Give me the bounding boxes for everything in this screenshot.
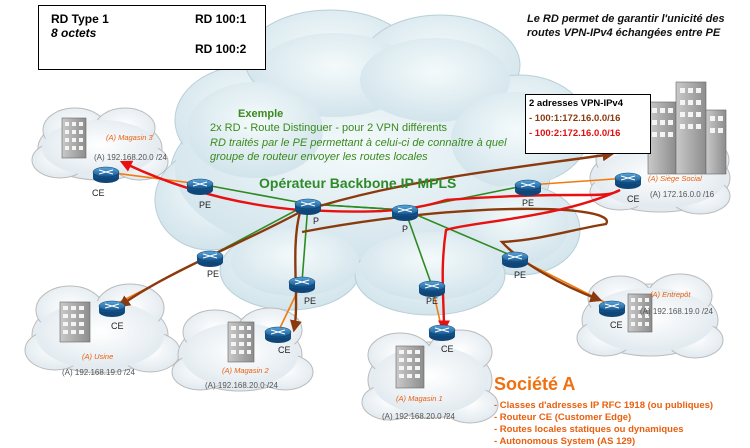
backbone-label: Opérateur Backbone IP MPLS bbox=[259, 175, 457, 191]
legend-rd-type: RD Type 1 bbox=[51, 12, 109, 26]
building-icon bbox=[59, 301, 91, 343]
router-icon bbox=[92, 166, 120, 183]
vpn-address-2: - 100:2:172.16.0.0/16 bbox=[529, 128, 621, 139]
router-icon bbox=[598, 300, 626, 317]
router-icon bbox=[98, 300, 126, 317]
router-icon bbox=[391, 204, 419, 221]
legend: RD Type 1 8 octets RD 100:1 RD 100:2 bbox=[38, 5, 266, 70]
ce-label: CE bbox=[111, 321, 124, 331]
site-subnet-siege: (A) 172.16.0.0 /16 bbox=[650, 190, 715, 199]
site-subnet-magasin1: (A) 192.168.20.0 /24 bbox=[382, 412, 455, 421]
pe-label: PE bbox=[522, 198, 535, 208]
company-property: - Classes d'adresses IP RFC 1918 (ou pub… bbox=[494, 400, 714, 411]
site-name-usine: (A) Usine bbox=[82, 352, 114, 361]
pe-label: PE bbox=[514, 270, 527, 280]
router-icon bbox=[264, 326, 292, 343]
vpn-box-title: 2 adresses VPN-IPv4 bbox=[529, 98, 624, 109]
router-icon bbox=[418, 280, 446, 297]
building-icon bbox=[627, 293, 653, 333]
router-icon bbox=[294, 198, 322, 215]
company-property: - Autonomous System (AS 129) bbox=[494, 436, 636, 447]
site-name-magasin3: (A) Magasin 3 bbox=[106, 133, 153, 142]
pe-label: PE bbox=[199, 200, 212, 210]
building-icon bbox=[395, 345, 425, 389]
site-name-magasin2: (A) Magasin 2 bbox=[222, 366, 269, 375]
ce-label: CE bbox=[610, 320, 623, 330]
site-name-entrepot: (A) Entrepôt bbox=[650, 290, 691, 299]
ce-label: CE bbox=[441, 344, 454, 354]
legend-rd1-label: RD 100:1 bbox=[195, 12, 247, 26]
pe-label: PE bbox=[426, 296, 439, 306]
legend-bytes: 8 octets bbox=[51, 26, 97, 40]
site-subnet-magasin2: (A) 192.168.20.0 /24 bbox=[205, 381, 278, 390]
ce-label: CE bbox=[92, 188, 105, 198]
ce-label: CE bbox=[627, 194, 640, 204]
example-line-1: 2x RD - Route Distinguer - pour 2 VPN di… bbox=[210, 122, 448, 134]
router-icon bbox=[428, 324, 456, 341]
pe-label: PE bbox=[304, 296, 317, 306]
router-icon bbox=[186, 178, 214, 195]
router-icon bbox=[288, 276, 316, 293]
site-subnet-usine: (A) 192.168.19.0 /24 bbox=[62, 368, 135, 377]
legend-rd2-label: RD 100:2 bbox=[195, 42, 247, 56]
site-subnet-entrepot: (A) 192.168.19.0 /24 bbox=[640, 307, 713, 316]
router-icon bbox=[196, 250, 224, 267]
router-icon bbox=[501, 251, 529, 268]
rd-note: Le RD permet de garantir l'unicité des r… bbox=[527, 13, 725, 39]
vpn-address-1: - 100:1:172.16.0.0/16 bbox=[529, 113, 621, 124]
site-name-siege: (A) Siège Social bbox=[648, 174, 702, 183]
company-properties: - Classes d'adresses IP RFC 1918 (ou pub… bbox=[494, 400, 713, 448]
ce-label: CE bbox=[278, 345, 291, 355]
site-name-magasin1: (A) Magasin 1 bbox=[396, 394, 443, 403]
example-title: Exemple bbox=[238, 108, 284, 120]
building-icon bbox=[61, 117, 87, 159]
pe-label: PE bbox=[207, 269, 220, 279]
company-title: Société A bbox=[494, 374, 576, 394]
vpn-address-box: 2 adresses VPN-IPv4 - 100:1:172.16.0.0/1… bbox=[525, 94, 651, 154]
building-icon bbox=[227, 321, 255, 363]
company-property: - Routes locales statiques ou dynamiques bbox=[494, 424, 684, 435]
example-line-2: RD traités par le PE permettant à celui-… bbox=[210, 137, 507, 163]
router-icon bbox=[514, 179, 542, 196]
p-label: P bbox=[402, 224, 409, 234]
router-icon bbox=[614, 172, 642, 189]
company-property: - Routeur CE (Customer Edge) bbox=[494, 412, 632, 423]
p-label: P bbox=[313, 216, 320, 226]
headquarters-building-icon bbox=[647, 81, 727, 175]
site-subnet-magasin3: (A) 192.168.20.0 /24 bbox=[94, 153, 167, 162]
